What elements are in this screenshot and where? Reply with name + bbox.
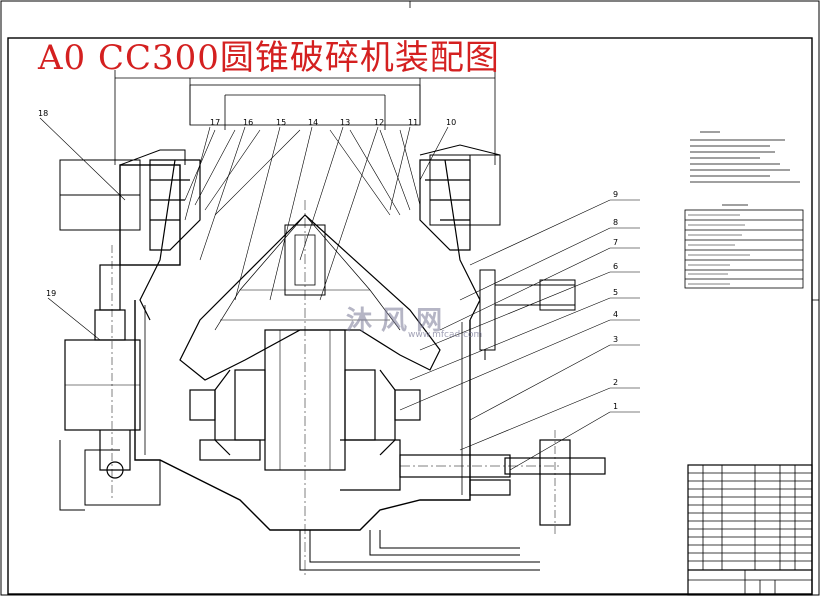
part-label-10: 10 [446, 118, 456, 127]
part-label-8: 8 [613, 218, 618, 227]
part-label-16: 16 [243, 118, 253, 127]
drive-assembly [199, 430, 606, 535]
part-label-18: 18 [38, 109, 48, 118]
technical-notes [690, 131, 800, 183]
watermark-logo: 沐 风 网 [346, 306, 443, 336]
part-label-17: 17 [210, 118, 220, 127]
part-label-19: 19 [46, 289, 56, 298]
hydraulic-cylinder [64, 245, 141, 500]
part-label-5: 5 [613, 288, 618, 297]
leader-lines-right [399, 199, 640, 471]
part-label-1: 1 [613, 402, 618, 411]
main-shaft [189, 200, 421, 575]
part-label-9: 9 [613, 190, 618, 199]
left-housing [59, 149, 186, 266]
leader-lines-top [39, 117, 449, 341]
part-label-4: 4 [613, 310, 618, 319]
part-label-7: 7 [613, 238, 618, 247]
oil-pipes [299, 530, 540, 571]
dimension-lines-top [114, 70, 496, 165]
drawing-title: A0 CC300圆锥破碎机装配图 [38, 38, 500, 78]
part-label-6: 6 [613, 262, 618, 271]
part-label-15: 15 [276, 118, 286, 127]
part-label-14: 14 [308, 118, 318, 127]
part-label-13: 13 [340, 118, 350, 127]
parts-list-table [687, 464, 813, 596]
part-label-2: 2 [613, 378, 618, 387]
watermark-url: www.mfcad.com [408, 330, 483, 340]
spec-table [684, 204, 804, 289]
upper-frame-left [139, 129, 301, 321]
adjust-mechanism [479, 269, 576, 360]
upper-frame-right [329, 129, 481, 321]
callouts-right: 9 8 7 6 5 4 3 2 1 [613, 190, 618, 411]
part-label-11: 11 [408, 118, 418, 127]
callouts-top: 17 16 15 14 13 12 11 10 18 19 [38, 109, 456, 298]
part-label-12: 12 [374, 118, 384, 127]
part-label-3: 3 [613, 335, 618, 344]
crushing-cone [179, 214, 441, 381]
